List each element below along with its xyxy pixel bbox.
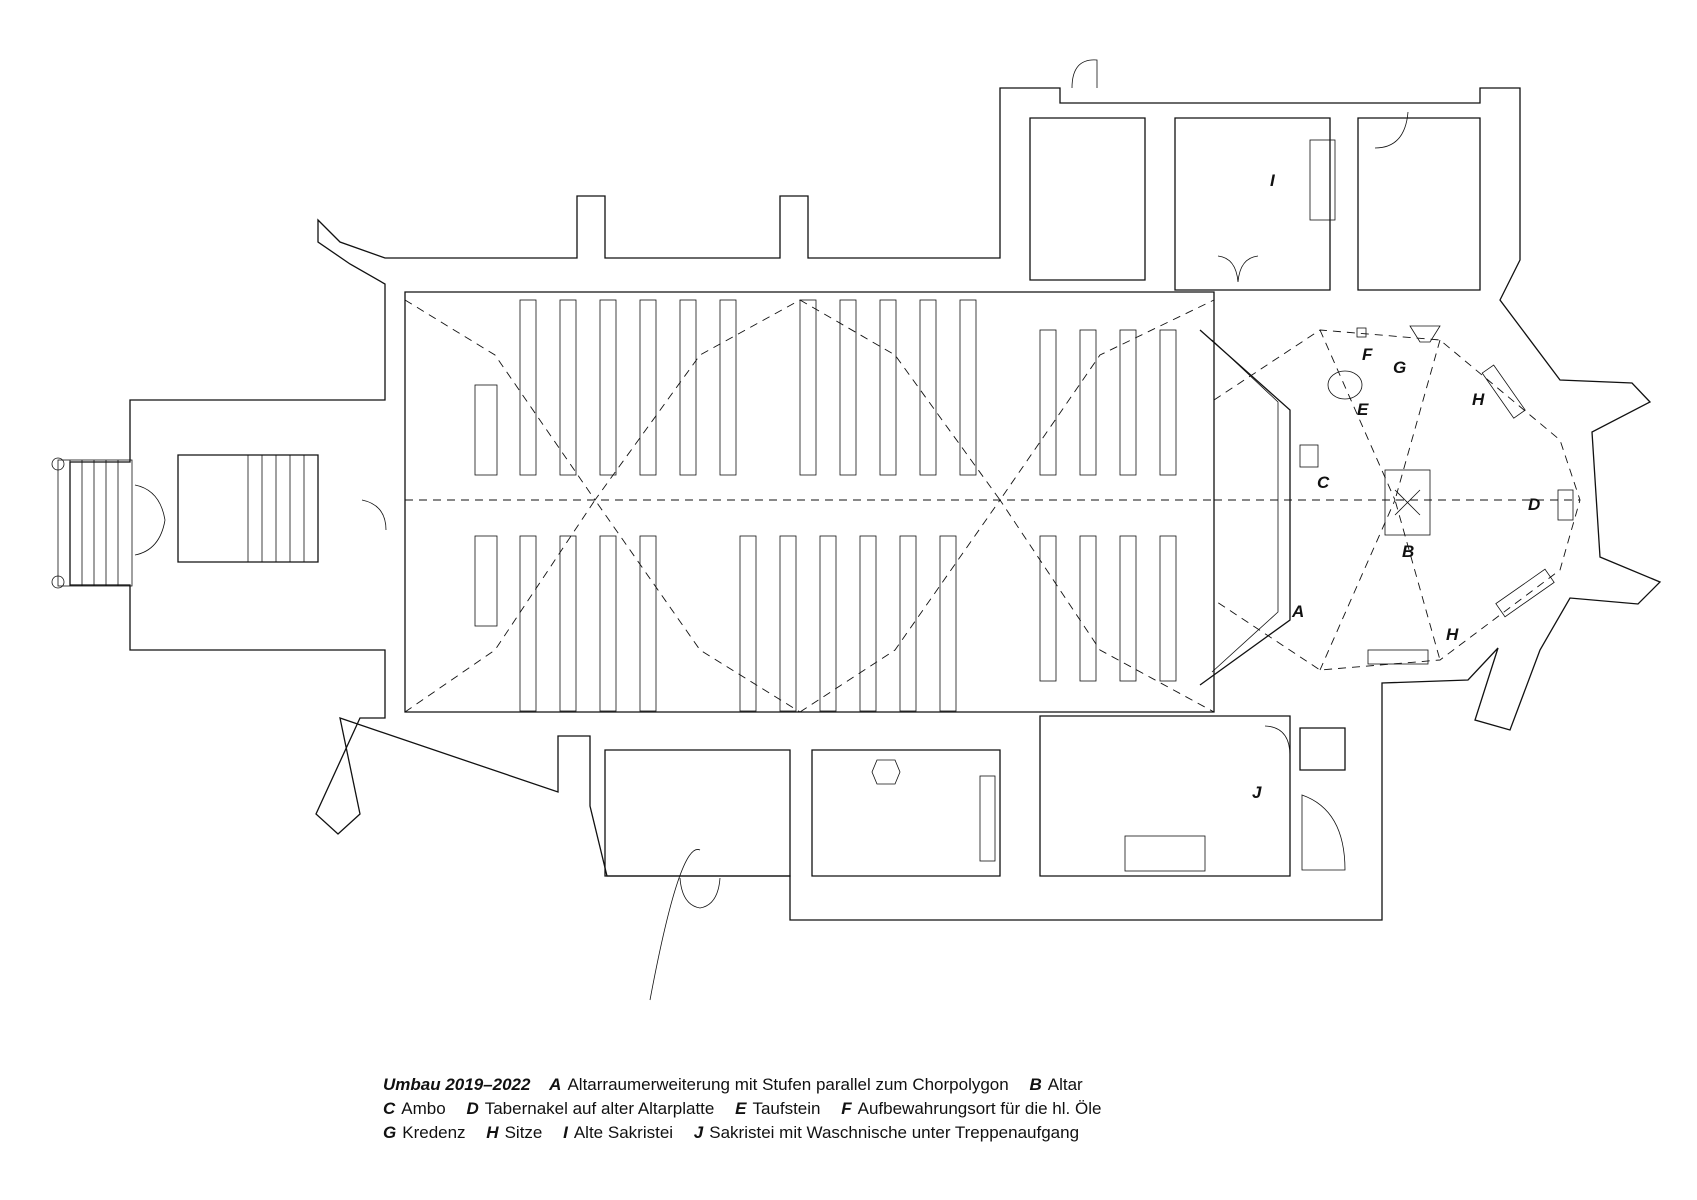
legend-key-D: D (466, 1099, 479, 1118)
tabernacle (1557, 489, 1574, 521)
label-D: D (1528, 495, 1540, 514)
pews-south (474, 535, 1177, 712)
ambo (1299, 444, 1319, 468)
legend-key-C: C (383, 1099, 396, 1118)
south-annex (604, 715, 1346, 1001)
plan-labels: A B C D E F G H H I J (1252, 171, 1540, 802)
label-F: F (1362, 345, 1373, 364)
legend-line-3: G Kredenz H Sitze I Alte Sakristei J Sakrist… (383, 1121, 1383, 1145)
legend-key-I: I (563, 1123, 568, 1142)
legend-text-G: Kredenz (402, 1123, 466, 1142)
liturgical-items (1299, 325, 1574, 665)
legend-text-H: Sitze (504, 1123, 543, 1142)
label-H-north: H (1472, 390, 1485, 409)
legend-text-F: Aufbewahrungsort für die hl. Öle (857, 1099, 1102, 1118)
legend-text-J: Sakristei mit Waschnische unter Treppena… (709, 1123, 1080, 1142)
legend-key-E: E (735, 1099, 747, 1118)
entrance-stairs (51, 455, 387, 589)
old-sacristy (1029, 59, 1481, 291)
label-C: C (1317, 473, 1330, 492)
chancel-extension (1199, 329, 1291, 686)
legend-key-J: J (693, 1123, 704, 1142)
legend-text-A: Altarraumerweiterung mit Stufen parallel… (567, 1075, 1009, 1094)
legend-key-F: F (841, 1099, 852, 1118)
seats-bench (1367, 649, 1429, 665)
label-I: I (1270, 171, 1276, 190)
seats-north (1481, 364, 1526, 419)
label-A: A (1291, 602, 1304, 621)
legend-key-B: B (1029, 1075, 1042, 1094)
label-J: J (1252, 783, 1262, 802)
label-H-south: H (1446, 625, 1459, 644)
legend-title: Umbau 2019–2022 (383, 1075, 531, 1094)
legend-key-H: H (486, 1123, 499, 1142)
baptismal-font (1327, 370, 1363, 400)
label-G: G (1393, 358, 1406, 377)
nave-walls (69, 87, 1662, 921)
seats-south (1495, 568, 1555, 618)
label-B: B (1402, 542, 1414, 561)
legend-text-C: Ambo (401, 1099, 446, 1118)
legend-key-G: G (383, 1123, 397, 1142)
pews-north (474, 299, 1177, 476)
vault-lines (404, 299, 1581, 713)
label-E: E (1357, 400, 1369, 419)
legend-caption: Umbau 2019–2022 A Altarraumerweiterung mi… (383, 1073, 1383, 1145)
credence-table (1409, 325, 1441, 343)
legend-line-1: Umbau 2019–2022 A Altarraumerweiterung mi… (383, 1073, 1383, 1097)
legend-text-E: Taufstein (752, 1099, 821, 1118)
legend-text-D: Tabernakel auf alter Altarplatte (484, 1099, 715, 1118)
legend-text-I: Alte Sakristei (573, 1123, 674, 1142)
oil-ambry (1356, 327, 1367, 338)
altar-table (1384, 469, 1431, 536)
legend-key-A: A (549, 1075, 562, 1094)
legend-text-B: Altar (1047, 1075, 1083, 1094)
